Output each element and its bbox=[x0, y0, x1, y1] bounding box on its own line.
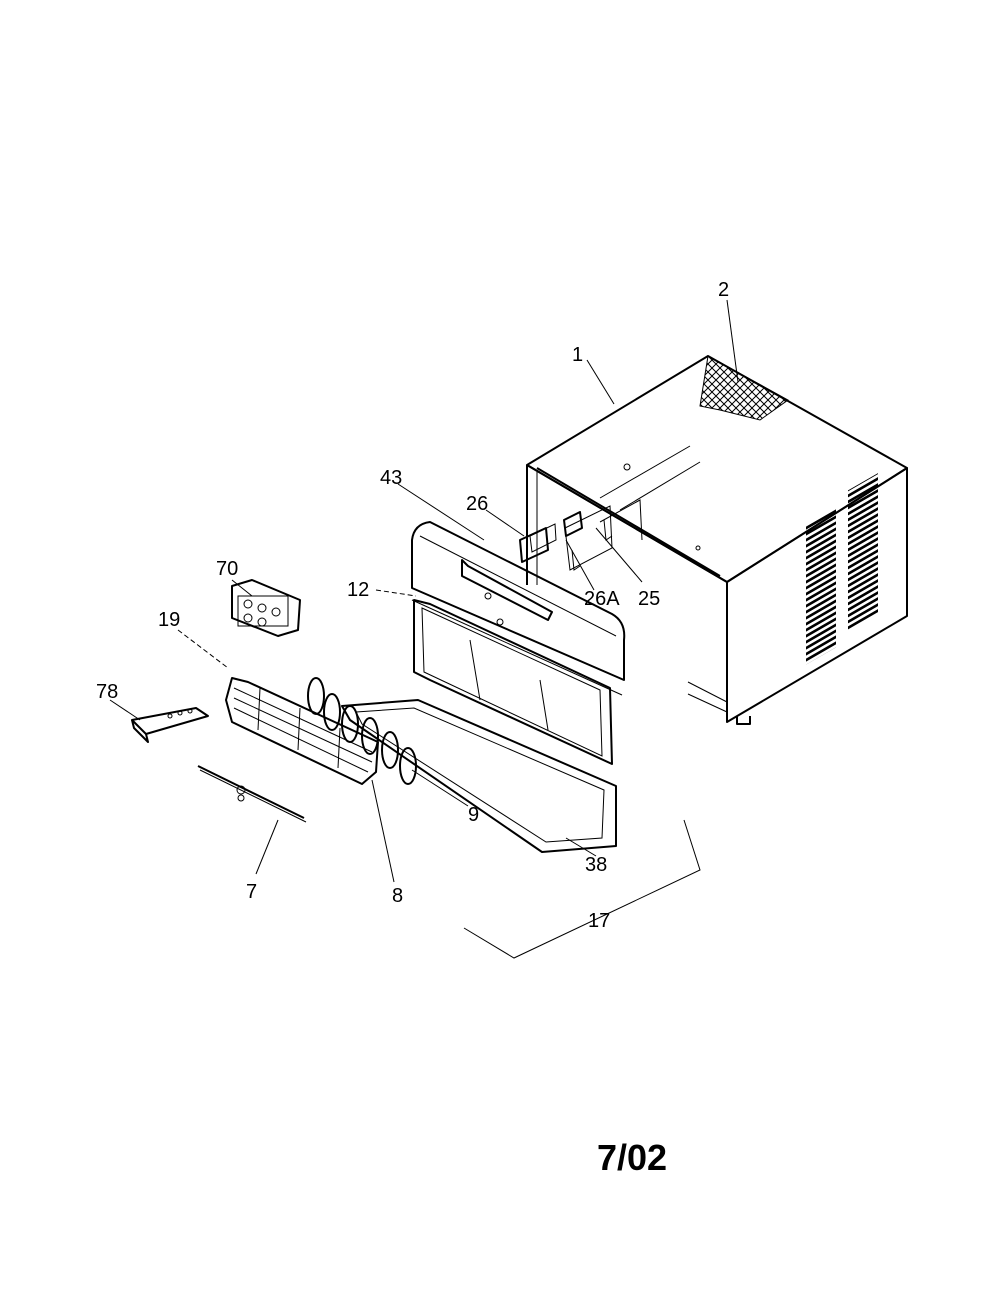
callout-1: 1 bbox=[572, 344, 583, 366]
callout-2: 2 bbox=[718, 279, 729, 301]
callout-9: 9 bbox=[468, 804, 479, 826]
callout-70: 70 bbox=[216, 558, 238, 580]
date-code: 7/02 bbox=[597, 1137, 667, 1178]
callout-26: 26 bbox=[466, 493, 488, 515]
callout-12: 12 bbox=[347, 579, 369, 601]
remote-control-part bbox=[131, 707, 209, 743]
control-box-part bbox=[231, 579, 301, 637]
linkage-rod-part bbox=[197, 765, 307, 823]
louver-part bbox=[307, 677, 417, 785]
callout-78: 78 bbox=[96, 681, 118, 703]
callout-26a: 26A bbox=[584, 588, 620, 610]
callout-7: 7 bbox=[246, 881, 257, 903]
insulation-part bbox=[699, 355, 789, 421]
callout-8: 8 bbox=[392, 885, 403, 907]
callout-19: 19 bbox=[158, 609, 180, 631]
front-panel-part bbox=[411, 521, 626, 765]
callout-labels: 1 2 43 26 26A 25 12 70 19 78 9 38 7 8 17 bbox=[96, 279, 729, 932]
leader-lines bbox=[109, 299, 739, 959]
callout-17: 17 bbox=[588, 910, 610, 932]
callout-43: 43 bbox=[380, 467, 402, 489]
grille-part bbox=[225, 677, 379, 785]
callout-38: 38 bbox=[585, 854, 607, 876]
cabinet-part bbox=[526, 355, 908, 725]
callout-25: 25 bbox=[638, 588, 660, 610]
bottom-tray-part bbox=[341, 699, 617, 853]
